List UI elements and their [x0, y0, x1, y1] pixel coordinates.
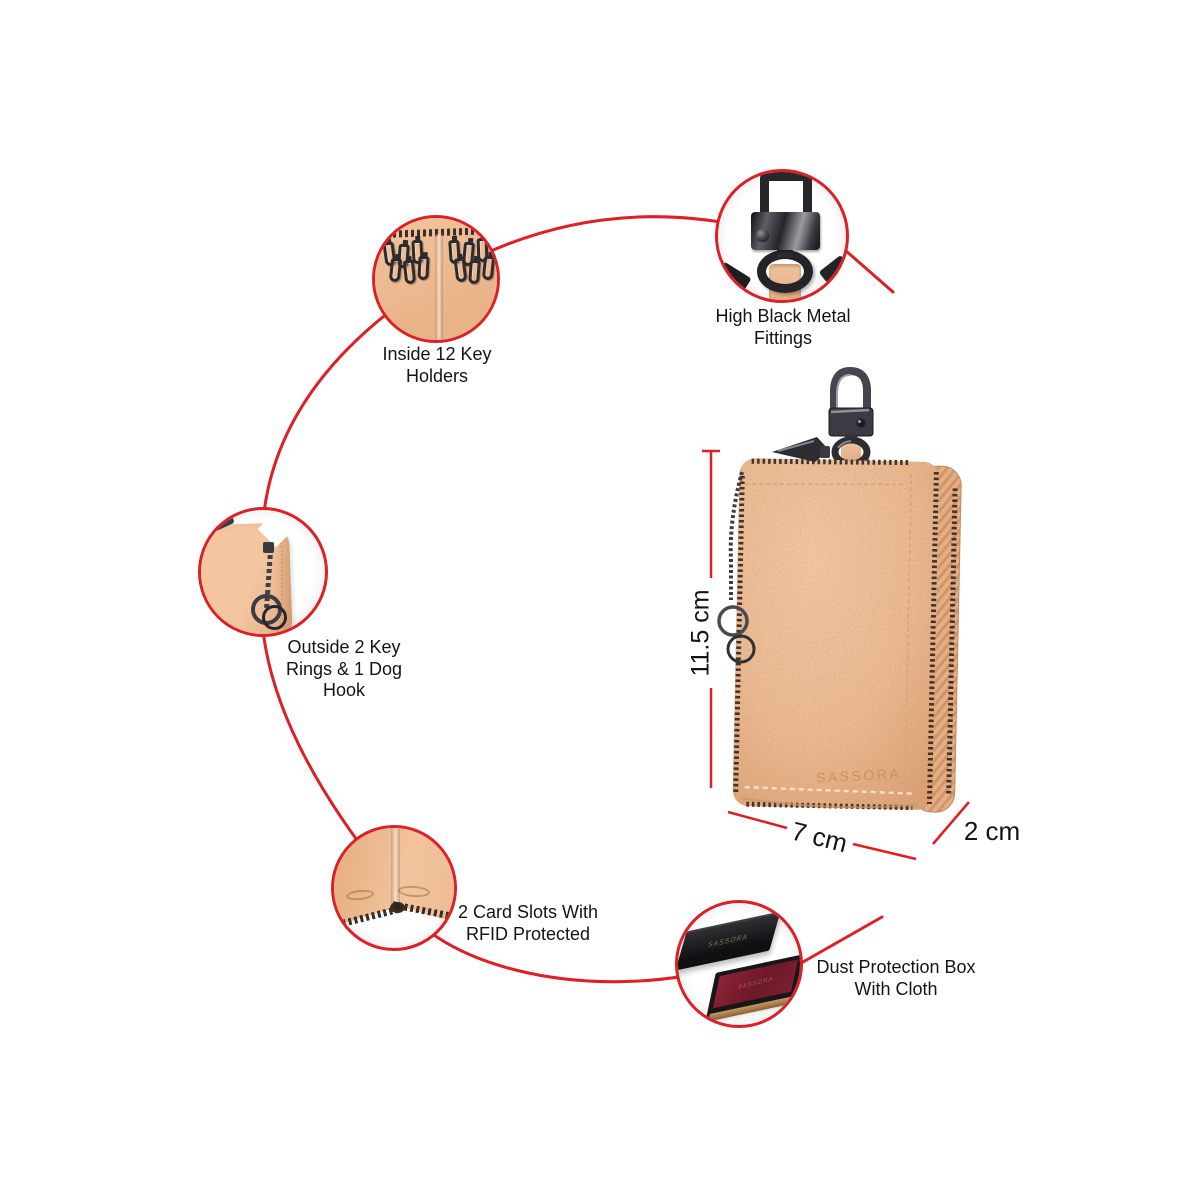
- zip-slider: [263, 542, 274, 553]
- zipper-teeth-outer: [946, 488, 958, 795]
- label-line: Rings & 1 Dog: [285, 658, 403, 679]
- zipper-teeth-right: [926, 472, 939, 805]
- top-band-stitch: [745, 483, 906, 486]
- swivel-neck: [777, 249, 793, 257]
- label-line: Dust Protection Box: [816, 957, 976, 977]
- key-hook-icon: [468, 259, 481, 285]
- callout-photo-dust-box: SASSORA SASSORA: [675, 900, 803, 1028]
- zipper-teeth-top: [751, 458, 910, 466]
- label-line: Outside 2 Key: [287, 637, 401, 657]
- label-line: High Black Metal: [715, 306, 851, 326]
- depth-dimension: 2 cm: [932, 801, 1020, 846]
- label-line: Hook: [322, 680, 366, 701]
- key-ring: [726, 634, 756, 664]
- brand-embossed-text: SASSORA: [816, 765, 902, 785]
- bottom-band-stitch: [744, 785, 915, 795]
- width-dimension-label: 7 cm: [789, 816, 851, 859]
- pointer-line-fittings: [843, 248, 895, 294]
- label-line: With Cloth: [854, 978, 938, 999]
- callout-label-dust-box: Dust Protection Box With Cloth: [791, 957, 1001, 1000]
- label-line: Inside 12 Key: [382, 344, 492, 364]
- cloth-brand: SASSORA: [737, 976, 774, 992]
- height-dimension: 11.5 cm: [687, 449, 720, 788]
- zipper-pull: [772, 437, 830, 462]
- clasp-knob: [756, 229, 769, 242]
- label-line: RFID Protected: [465, 923, 591, 944]
- corner-notch: [390, 902, 405, 913]
- callout-photo-metal-fittings: [715, 169, 849, 303]
- width-dimension: 7 cm: [727, 810, 917, 861]
- pointer-line-dust-box: [801, 915, 884, 964]
- callout-label-key-rings: Outside 2 Key Rings & 1 Dog Hook: [254, 637, 434, 702]
- box-lid-brand: SASSORA: [706, 932, 750, 950]
- callout-photo-key-holders: [372, 215, 500, 343]
- depth-dimension-label: 2 cm: [964, 816, 1020, 846]
- snap-hook: [828, 366, 874, 470]
- hook-frame: [760, 172, 812, 214]
- key-rings-chain: [717, 471, 756, 664]
- height-dimension-label: 11.5 cm: [687, 589, 715, 676]
- center-seam: [435, 234, 443, 340]
- key-ring: [717, 605, 749, 637]
- front-seam-stitch: [903, 473, 913, 802]
- key-hook-icon: [402, 259, 417, 285]
- callout-label-key-holders: Inside 12 Key Holders: [347, 344, 527, 387]
- center-fold: [391, 828, 400, 910]
- callout-label-metal-fittings: High Black Metal Fittings: [693, 306, 873, 349]
- callout-photo-card-slots: [331, 825, 457, 951]
- label-line: Holders: [405, 365, 469, 386]
- label-line: Fittings: [753, 327, 813, 348]
- callout-photo-key-rings: [198, 507, 328, 637]
- callout-label-card-slots: 2 Card Slots With RFID Protected: [438, 902, 618, 945]
- label-line: 2 Card Slots With: [457, 902, 599, 922]
- key-ring: [262, 605, 287, 630]
- edge-stitching: [201, 530, 283, 634]
- key-hook-icon: [417, 255, 430, 281]
